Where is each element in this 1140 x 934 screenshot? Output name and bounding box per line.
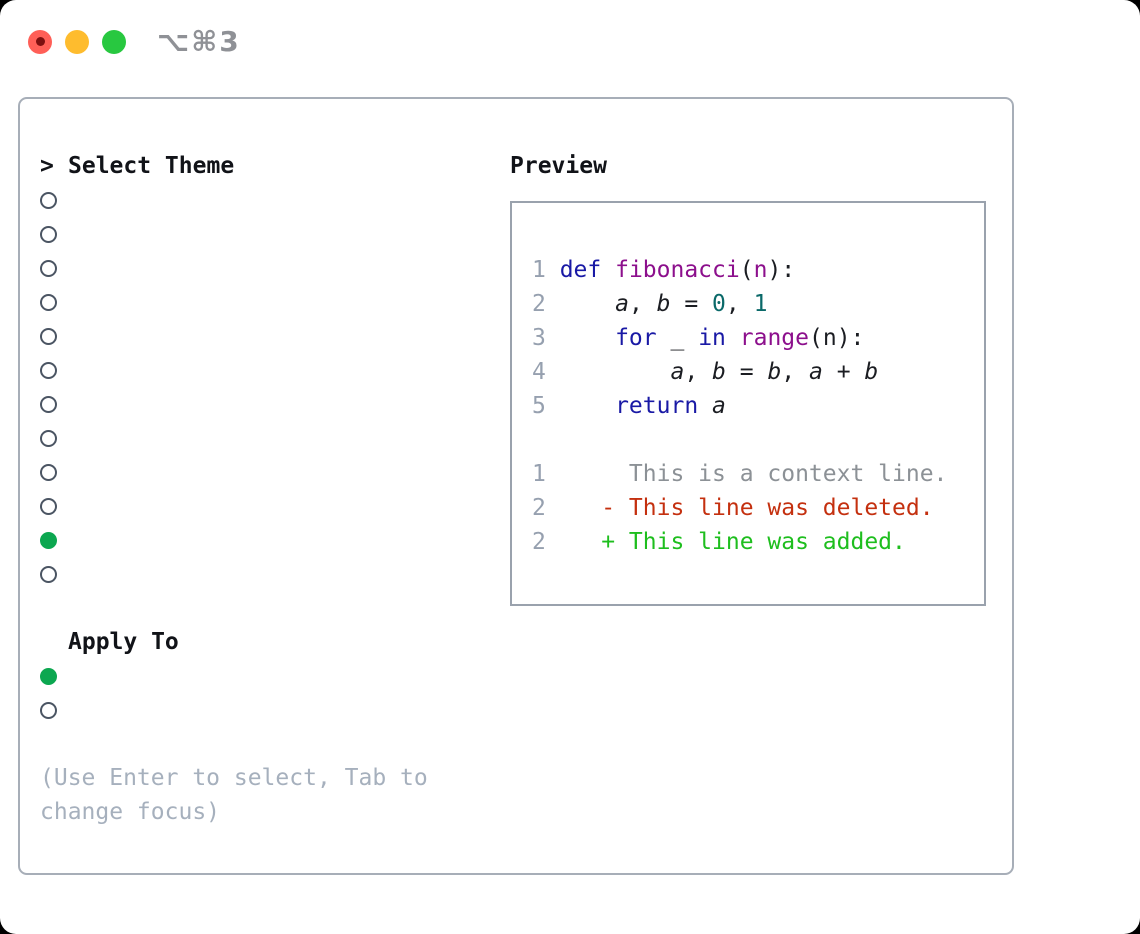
radio-icon [40,225,68,243]
theme-list-header: > Select Theme [40,149,510,183]
close-button[interactable] [28,29,52,54]
radio-icon [40,293,68,311]
diff-line-del: 2 - This line was deleted. [532,491,984,525]
radio-icon [40,191,68,209]
line-number: 1 [532,461,546,487]
radio-icon [40,463,68,481]
keyboard-hint: (Use Enter to select, Tab to change focu… [40,765,428,825]
radio-icon [40,701,68,719]
prompt-caret-icon: > [40,153,54,179]
maximize-button[interactable] [102,29,126,54]
line-number: 5 [532,393,546,419]
line-number: 3 [532,325,546,351]
theme-option[interactable] [40,319,510,353]
theme-option[interactable] [40,489,510,523]
preview-title: Preview [510,153,607,179]
titlebar: ⌥⌘3 [28,25,241,58]
diff-line-add: 2 + This line was added. [532,525,984,559]
window-shortcut-label: ⌥⌘3 [157,25,241,58]
apply-to-list [40,659,510,727]
theme-picker-dialog: > Select Theme Apply To (Use Enter to se… [18,97,1014,875]
apply-option[interactable] [40,659,510,693]
theme-option[interactable] [40,217,510,251]
line-number: 1 [532,257,546,283]
line-number: 2 [532,495,546,521]
radio-icon [40,565,68,583]
theme-option[interactable] [40,251,510,285]
theme-option[interactable] [40,387,510,421]
recording-dot-icon [35,37,45,46]
radio-icon [40,361,68,379]
line-number: 4 [532,359,546,385]
theme-option[interactable] [40,455,510,489]
radio-icon [40,497,68,515]
apply-to-title: Apply To [68,629,179,655]
theme-option[interactable] [40,523,510,557]
theme-option[interactable] [40,353,510,387]
apply-option[interactable] [40,693,510,727]
line-number: 2 [532,529,546,555]
radio-icon [40,429,68,447]
code-line: 2 a, b = 0, 1 [532,287,984,321]
code-line: 4 a, b = b, a + b [532,355,984,389]
theme-option[interactable] [40,285,510,319]
radio-icon [40,259,68,277]
theme-option[interactable] [40,183,510,217]
theme-list [40,183,510,591]
theme-list-panel: > Select Theme Apply To (Use Enter to se… [40,149,510,873]
radio-icon [40,395,68,413]
radio-selected-icon [40,531,68,549]
code-line: 5 return a [532,389,984,423]
diff-line-ctx: 1 This is a context line. [532,457,984,491]
theme-list-title: Select Theme [68,153,235,179]
code-line: 3 for _ in range(n): [532,321,984,355]
theme-option[interactable] [40,421,510,455]
line-number: 2 [532,291,546,317]
theme-option[interactable] [40,557,510,591]
radio-icon [40,327,68,345]
minimize-button[interactable] [65,29,89,54]
diff-sample: 1 This is a context line.2 - This line w… [532,457,984,559]
radio-selected-icon [40,667,68,685]
